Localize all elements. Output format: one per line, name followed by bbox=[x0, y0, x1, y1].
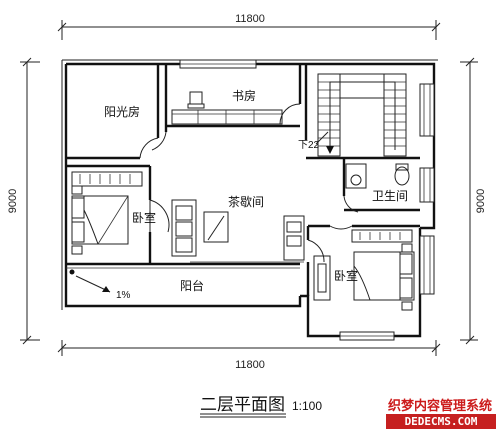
top-width-label: 11800 bbox=[235, 13, 265, 25]
top-dimension: 11800 bbox=[57, 13, 441, 40]
bathroom-fixtures bbox=[345, 163, 410, 189]
balcony-label: 阳台 bbox=[180, 278, 204, 293]
left-bedroom-furniture bbox=[71, 171, 143, 255]
left-bedroom-label: 卧室 bbox=[132, 210, 156, 225]
left-dimension: 9000 bbox=[7, 57, 40, 345]
tea-room-furniture bbox=[171, 199, 305, 263]
interior-walls bbox=[66, 64, 420, 296]
study-label: 书房 bbox=[232, 88, 256, 103]
tea-room-label: 茶歇间 bbox=[228, 194, 264, 209]
site-watermark: 织梦内容管理系统 DEDECMS.COM bbox=[386, 398, 496, 429]
right-bedroom-furniture bbox=[313, 229, 415, 311]
study-furniture bbox=[171, 91, 283, 125]
slope-label: 1% bbox=[116, 290, 131, 301]
bathroom-label: 卫生间 bbox=[372, 189, 408, 203]
balcony-details bbox=[66, 267, 300, 293]
bottom-width-label: 11800 bbox=[235, 359, 265, 371]
windows bbox=[179, 59, 435, 341]
sunroom-label: 阳光房 bbox=[104, 104, 140, 119]
bottom-dimension: 11800 bbox=[57, 340, 441, 371]
left-depth-label: 9000 bbox=[7, 189, 19, 213]
drawing-title: 二层平面图 bbox=[200, 395, 285, 415]
right-bedroom-label: 卧室 bbox=[334, 268, 358, 283]
drawing-scale: 1:100 bbox=[292, 399, 322, 413]
doors bbox=[139, 103, 359, 263]
right-dimension: 9000 bbox=[460, 57, 487, 345]
watermark-line2: DEDECMS.COM bbox=[405, 415, 478, 428]
staircase bbox=[315, 73, 407, 157]
right-depth-label: 9000 bbox=[475, 189, 487, 213]
watermark-line1: 织梦内容管理系统 bbox=[388, 398, 492, 414]
stair-down-label: 下22 bbox=[298, 140, 320, 151]
